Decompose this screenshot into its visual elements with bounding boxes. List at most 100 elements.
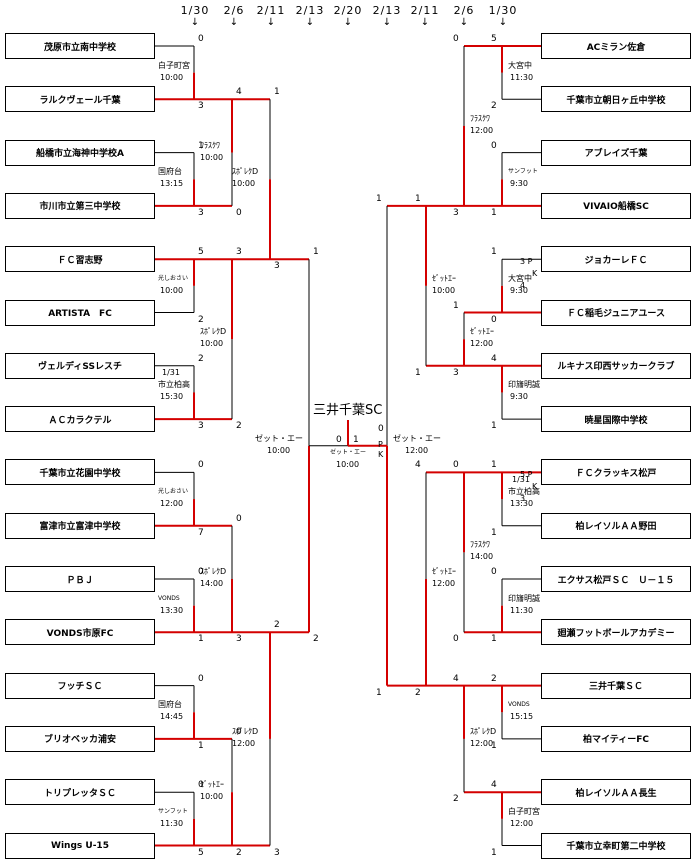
score-text: 2 [313, 634, 319, 645]
date-header: 1/30↓2/6↓2/11↓2/13↓2/20↓2/13↓2/11↓2/6↓1/… [0, 0, 700, 30]
score-text: 2 [415, 687, 421, 698]
score-text: 4 [491, 353, 497, 364]
time-label: 12:00 [160, 499, 184, 509]
time-label: 10:00 [160, 285, 184, 295]
time-label: 15:30 [160, 392, 184, 402]
round-date: 2/11 [410, 4, 440, 17]
venue-label: VONDS [508, 701, 530, 709]
time-label: 11:30 [510, 72, 534, 82]
time-label: 15:15 [510, 712, 534, 722]
team-box: VONDS市原FC [5, 619, 155, 646]
team-box: ヴェルディSSレスチ [5, 352, 155, 379]
down-arrow-icon: ↓ [190, 17, 200, 28]
score-text: 3 [198, 101, 204, 112]
score-text: 1 [491, 460, 497, 471]
down-arrow-icon: ↓ [266, 17, 276, 28]
score-text: 3 [453, 207, 459, 218]
team-box: 千葉市立幸町第二中学校 [541, 832, 691, 859]
score-text: 1 [491, 527, 497, 538]
pk-label: P [378, 439, 383, 449]
score-text: 3 [453, 367, 459, 378]
venue-label: 国府台 [158, 167, 182, 177]
score-text: 1 [376, 193, 382, 204]
team-box: 市川市立第三中学校 [5, 192, 155, 219]
venue-label: VONDS [158, 594, 180, 602]
team-box: ＦＣクラッキス松戸 [541, 459, 691, 486]
match-date: 1/31 [512, 475, 530, 485]
score-text: 0 [198, 34, 204, 44]
score-text: 1 [491, 207, 497, 218]
pk-score: 3 [520, 494, 526, 504]
venue-label: ゼット・エー [330, 448, 367, 456]
score-text: 2 [236, 847, 242, 858]
team-box: ACミラン佐倉 [541, 33, 691, 59]
time-label: 10:00 [432, 285, 456, 295]
score-text: 2 [198, 314, 204, 325]
score-text: 3 [198, 421, 204, 432]
score-text: 1 [353, 434, 359, 445]
team-box: 暁星国際中学校 [541, 406, 691, 433]
score-text: 2 [198, 353, 204, 364]
pk-label: K [532, 269, 538, 279]
time-label: 12:00 [470, 125, 494, 135]
score-text: 5 [198, 847, 204, 858]
team-box: ＦＣ稲毛ジュニアユース [541, 299, 691, 326]
score-text: 0 [491, 567, 497, 577]
score-text: 4 [415, 460, 421, 471]
pk-score: 3 P [520, 257, 533, 267]
time-label: 14:45 [160, 712, 184, 722]
round-date: 1/30 [488, 4, 518, 17]
round-date: 2/20 [333, 4, 363, 17]
team-box: フッチＳＣ [5, 672, 155, 699]
team-box: 三井千葉ＳＣ [541, 672, 691, 699]
venue-label: ｾﾞｯﾄｴｰ [432, 567, 456, 576]
team-box: 廻瀬フットボールアカデミー [541, 619, 691, 646]
time-label: 12:00 [232, 738, 256, 748]
time-label: 10:00 [200, 152, 224, 162]
down-arrow-icon: ↓ [459, 17, 469, 28]
score-text: 1 [491, 421, 497, 432]
team-box: 柏レイソルＡＡ野田 [541, 512, 691, 539]
time-label: 9:30 [510, 285, 528, 295]
time-label: 13:15 [160, 179, 184, 189]
team-box: 千葉市立朝日ヶ丘中学校 [541, 86, 691, 113]
score-text: 0 [198, 780, 204, 791]
time-label: 13:30 [160, 605, 184, 615]
time-label: 12:00 [432, 579, 456, 588]
pk-score: 5 P [520, 470, 533, 480]
pk-label: K [378, 449, 384, 459]
venue-label: ゼット・エー [393, 433, 441, 443]
time-label: 9:30 [510, 179, 528, 189]
score-text: 3 [236, 634, 242, 645]
score-text: 5 [491, 34, 497, 44]
time-label: 9:30 [510, 392, 528, 402]
venue-label: 国府台 [158, 700, 182, 710]
score-text: 1 [491, 247, 497, 258]
team-box: ルキナス印西サッカークラブ [541, 352, 691, 379]
venue-label: サンフット [508, 168, 538, 176]
round-date: 2/13 [295, 4, 325, 17]
score-text: 1 [313, 247, 319, 258]
venue-label: ﾌﾗｽｸﾜ [470, 540, 490, 550]
team-box: ARTISTA FC [5, 299, 155, 326]
time-label: 10:00 [200, 792, 224, 802]
score-text: 0 [236, 726, 242, 737]
team-box: ＦＣ習志野 [5, 246, 155, 273]
venue-label: ﾌﾗｽｸﾜ [470, 113, 490, 123]
score-text: 1 [491, 847, 497, 858]
pk-label: K [532, 482, 538, 492]
score-text: 2 [491, 101, 497, 112]
team-box: VIVAIO船橋SC [541, 192, 691, 219]
score-text: 1 [376, 687, 382, 698]
team-box: 茂原市立南中学校 [5, 33, 155, 59]
venue-label: ｾﾞｯﾄｴｰ [432, 273, 456, 283]
score-text: 0 [453, 460, 459, 471]
team-box: トリプレッタＳＣ [5, 779, 155, 806]
team-box: Wings U-15 [5, 832, 155, 859]
time-label: 13:30 [510, 499, 534, 509]
time-label: 10:00 [267, 445, 291, 455]
score-text: 1 [198, 740, 204, 751]
venue-label: ゼット・エー [255, 433, 303, 443]
score-text: 4 [236, 87, 242, 98]
score-text: 1 [453, 300, 459, 311]
